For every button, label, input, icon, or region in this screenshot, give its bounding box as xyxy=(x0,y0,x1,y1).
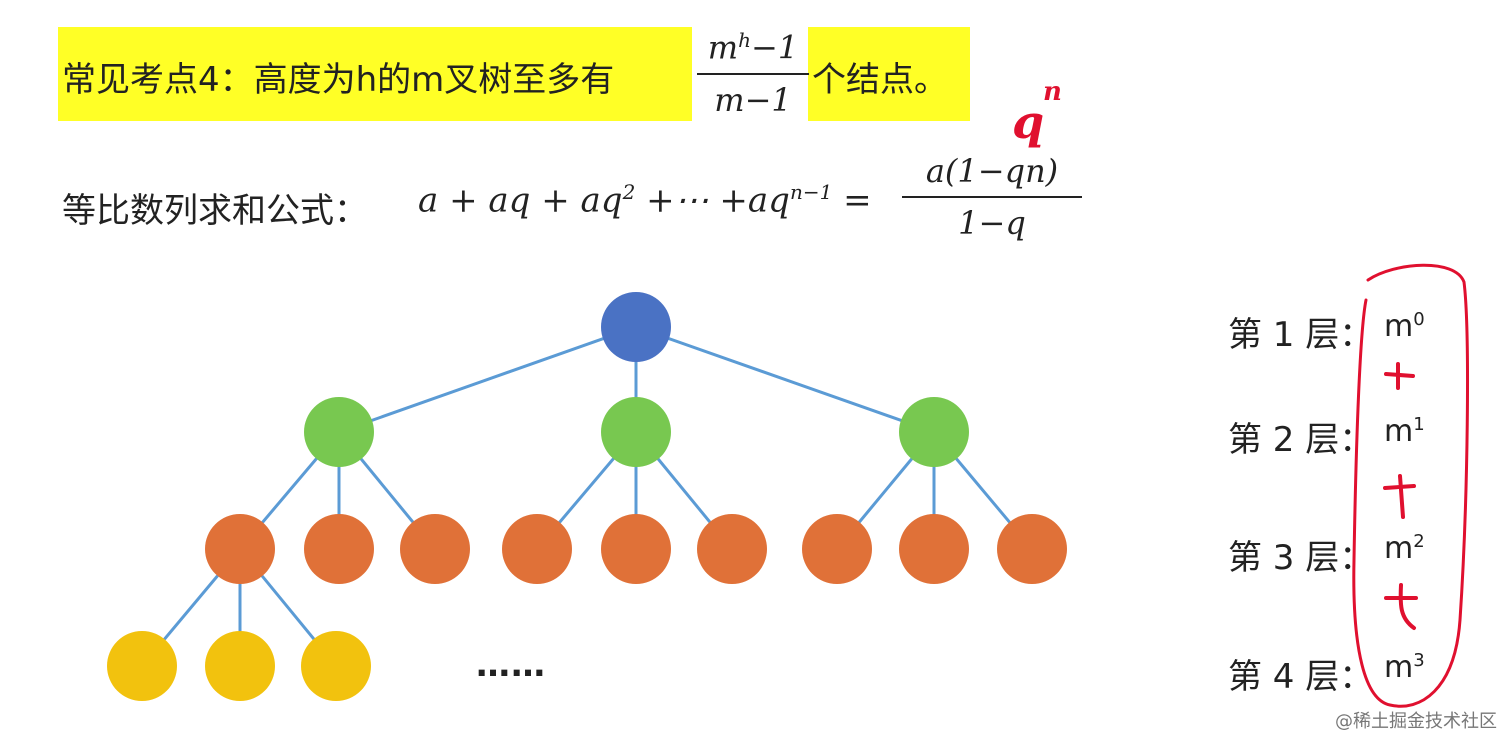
tree-nodes xyxy=(107,292,1067,701)
tree-node-level-3 xyxy=(802,514,872,584)
watermark: @稀土掘金技术社区 xyxy=(1335,711,1497,732)
plus-mark-3 xyxy=(1384,583,1418,630)
series-formula-rhs: a(1−qn) 1−q xyxy=(902,152,1082,242)
tree-node-level-3 xyxy=(997,514,1067,584)
fraction-bar xyxy=(902,196,1082,198)
more-nodes-ellipsis: …… xyxy=(476,645,546,685)
tree-node-level-3 xyxy=(601,514,671,584)
plus-mark-1 xyxy=(1384,362,1415,390)
fraction-bar xyxy=(697,72,809,75)
headline-highlight-right xyxy=(808,27,970,121)
tree-node-level-4 xyxy=(107,631,177,701)
handwritten-annotations xyxy=(1352,263,1469,708)
level-3-label: 第 3 层： xyxy=(1228,538,1374,578)
tree-node-level-2 xyxy=(899,397,969,467)
tree-node-level-1 xyxy=(601,292,671,362)
tree-node-level-2 xyxy=(304,397,374,467)
tree-edge xyxy=(635,325,935,434)
tree-node-level-3 xyxy=(899,514,969,584)
series-formula-lhs: a + aq + aq2 +⋯ +aqn−1 = xyxy=(418,180,872,221)
series-formula-label: 等比数列求和公式： xyxy=(62,191,368,231)
tree-node-level-3 xyxy=(502,514,572,584)
headline-highlight-left xyxy=(58,27,692,121)
level-3-count: m2 xyxy=(1384,531,1425,566)
hand-circle xyxy=(1352,263,1469,708)
tree-node-level-3 xyxy=(400,514,470,584)
tree-node-level-3 xyxy=(205,514,275,584)
level-4-label: 第 4 层： xyxy=(1228,657,1374,697)
headline-fraction: mh−1 m−1 xyxy=(697,28,809,119)
tree-edges xyxy=(140,325,1034,667)
level-4-count: m3 xyxy=(1384,650,1425,685)
series-rhs-numerator: a(1−qn) xyxy=(925,152,1059,190)
tree-node-level-3 xyxy=(304,514,374,584)
handwritten-n-superscript: n xyxy=(1043,77,1062,107)
headline-suffix: 个结点。 xyxy=(812,60,948,100)
level-1-label: 第 1 层： xyxy=(1228,315,1374,355)
level-2-label: 第 2 层： xyxy=(1228,420,1374,460)
tree-node-level-4 xyxy=(301,631,371,701)
tree-node-level-3 xyxy=(697,514,767,584)
plus-mark-2 xyxy=(1383,474,1416,519)
level-2-count: m1 xyxy=(1384,414,1425,449)
tree-edge xyxy=(338,325,637,434)
tree-node-level-4 xyxy=(205,631,275,701)
level-1-count: m0 xyxy=(1384,309,1425,344)
headline-fraction-denominator: m−1 xyxy=(714,80,792,119)
series-rhs-denominator: 1−q xyxy=(958,204,1026,242)
handwritten-q-annotation: q xyxy=(1012,95,1044,149)
headline-fraction-numerator: mh−1 xyxy=(707,28,799,67)
headline-prefix: 常见考点4：高度为h的m叉树至多有 xyxy=(62,60,615,100)
tree-node-level-2 xyxy=(601,397,671,467)
